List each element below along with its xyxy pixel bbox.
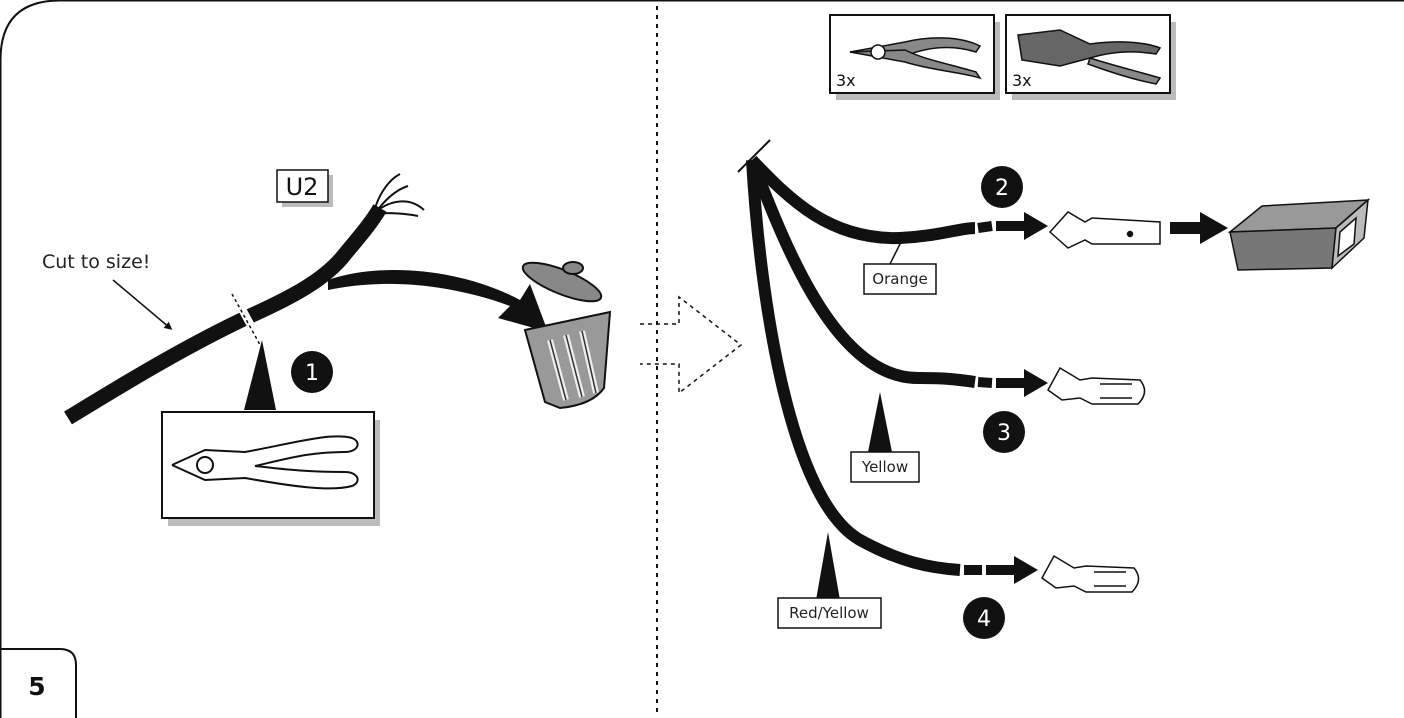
side-cutter-card	[161, 340, 380, 526]
svg-text:2: 2	[995, 176, 1009, 201]
tool-quantity: 3x	[836, 71, 856, 90]
step-1-badge: 1	[291, 351, 333, 393]
next-stage-arrow	[640, 295, 743, 395]
tool-card-crimper: 3x	[1005, 14, 1176, 100]
wire-harness	[746, 155, 976, 576]
step-2-badge: 2	[981, 166, 1023, 208]
trash-can-icon	[521, 261, 612, 410]
step-number: 5	[28, 672, 45, 701]
wire-strands	[373, 173, 425, 217]
wire-label-orange: Orange	[863, 239, 937, 295]
female-terminal-icon	[1041, 554, 1140, 593]
side-cutter-icon	[171, 435, 359, 490]
cable	[64, 204, 387, 425]
wire-color-label: Red/Yellow	[789, 604, 869, 622]
svg-text:3: 3	[997, 421, 1011, 446]
tool-card-stripper: 3x	[829, 14, 1000, 100]
wire-label-yellow: Yellow	[850, 392, 920, 483]
cut-instruction: Cut to size!	[42, 251, 150, 273]
wire-stripper-icon	[849, 37, 982, 80]
discard-arrow	[328, 269, 548, 332]
wire-color-label: Orange	[872, 270, 927, 288]
cable-label: U2	[286, 173, 319, 201]
step-number-badge: 5	[0, 648, 77, 718]
cable-label-box: U2	[276, 169, 333, 207]
female-terminal-icon	[1047, 366, 1146, 405]
svg-text:4: 4	[977, 607, 991, 632]
tool-quantity: 3x	[1012, 71, 1032, 90]
connector-housing-icon	[1227, 198, 1371, 271]
wire-label-red-yellow: Red/Yellow	[777, 532, 882, 629]
cut-mark	[232, 296, 266, 348]
step-4-badge: 4	[963, 597, 1005, 639]
crimp-arrows	[964, 212, 1228, 584]
cut-pointer	[112, 279, 173, 330]
step-3-badge: 3	[983, 411, 1025, 453]
flat-terminal-icon	[1048, 211, 1161, 249]
crimping-pliers-icon	[1017, 29, 1162, 85]
wire-color-label: Yellow	[861, 458, 908, 476]
svg-text:1: 1	[305, 361, 319, 386]
